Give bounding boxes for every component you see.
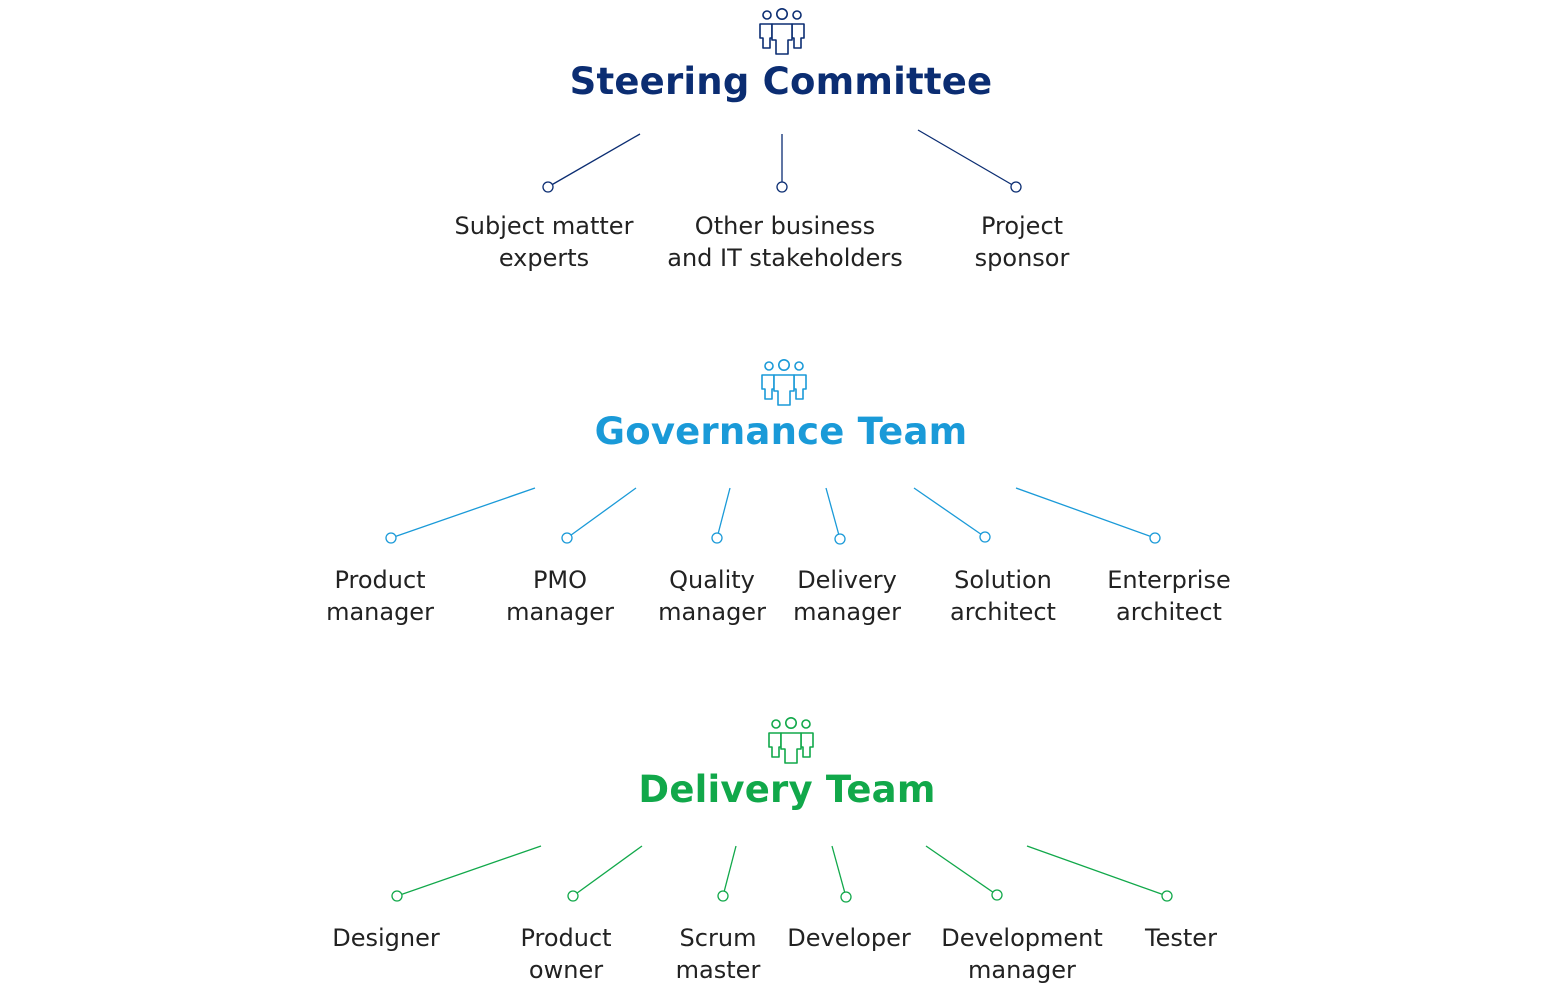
role-label: Product manager	[326, 564, 434, 628]
connector-line	[390, 487, 536, 539]
connector-line	[566, 487, 637, 539]
role-label-line: Development	[941, 924, 1103, 952]
connector-node	[991, 889, 1003, 901]
role-label-line: Product	[520, 924, 612, 952]
role-label-line: manager	[506, 598, 614, 626]
role-label-line: Project	[980, 212, 1064, 240]
role-label-line: Delivery	[797, 566, 897, 594]
role-label-line: Enterprise	[1107, 566, 1231, 594]
connector-node	[1010, 181, 1022, 193]
role-label-line: manager	[793, 598, 901, 626]
role-label-line: master	[675, 956, 761, 984]
connector-line	[716, 487, 731, 539]
people-group-icon	[766, 715, 816, 765]
connector-node	[542, 181, 554, 193]
connector-node	[834, 533, 846, 545]
people-group-icon	[757, 6, 807, 56]
role-label: Subject matter experts	[455, 210, 634, 274]
delivery-title: Delivery Team	[638, 768, 936, 811]
connector-node	[979, 531, 991, 543]
role-label-line: Tester	[1145, 924, 1217, 952]
role-label-line: owner	[528, 956, 604, 984]
connector-line	[396, 845, 542, 897]
connector-line	[1026, 845, 1168, 897]
connector-node	[776, 181, 788, 193]
role-label-line: sponsor	[974, 244, 1070, 272]
role-label: Other business and IT stakeholders	[667, 210, 903, 274]
role-label: Developer	[787, 922, 910, 954]
role-label-line: Product	[334, 566, 426, 594]
role-label-line: Other business	[694, 212, 876, 240]
role-label-line: experts	[498, 244, 590, 272]
connector-node	[561, 532, 573, 544]
people-group-icon	[759, 357, 809, 407]
connector-node	[711, 532, 723, 544]
connector-node	[567, 890, 579, 902]
role-label: Project sponsor	[975, 210, 1070, 274]
governance-title: Governance Team	[594, 410, 968, 453]
connector-node	[840, 891, 852, 903]
role-label: Scrum master	[676, 922, 761, 986]
connector-line	[925, 845, 998, 896]
connector-line	[1015, 487, 1156, 539]
connector-line	[722, 845, 737, 897]
role-label: Designer	[332, 922, 440, 954]
role-label-line: architect	[950, 598, 1056, 626]
role-label-line: PMO	[532, 566, 588, 594]
role-label-line: Scrum	[679, 924, 757, 952]
role-label: Tester	[1145, 922, 1217, 954]
role-label: Product owner	[520, 922, 611, 986]
connector-line	[825, 487, 841, 540]
role-label-line: manager	[968, 956, 1076, 984]
connector-line	[831, 845, 847, 898]
role-label: Delivery manager	[793, 564, 901, 628]
role-label-line: manager	[658, 598, 766, 626]
role-label: PMO manager	[506, 564, 614, 628]
role-label-line: Solution	[954, 566, 1052, 594]
role-label-line: manager	[326, 598, 434, 626]
connector-node	[385, 532, 397, 544]
connector-line	[913, 487, 986, 538]
role-label: Development manager	[941, 922, 1103, 986]
connector-node	[1161, 890, 1173, 902]
role-label-line: Subject matter	[454, 212, 634, 240]
role-label: Enterprise architect	[1107, 564, 1230, 628]
connector-line	[572, 845, 643, 897]
role-label: Solution architect	[950, 564, 1056, 628]
steering-title: Steering Committee	[569, 60, 993, 103]
connector-line	[917, 129, 1017, 188]
connector-node	[717, 890, 729, 902]
role-label-line: Developer	[787, 924, 911, 952]
role-label-line: Quality	[669, 566, 755, 594]
role-label: Quality manager	[658, 564, 766, 628]
connector-node	[1149, 532, 1161, 544]
connector-node	[391, 890, 403, 902]
role-label-line: architect	[1116, 598, 1222, 626]
role-label-line: and IT stakeholders	[667, 244, 903, 272]
role-label-line: Designer	[332, 924, 440, 952]
connector-line	[547, 133, 641, 188]
